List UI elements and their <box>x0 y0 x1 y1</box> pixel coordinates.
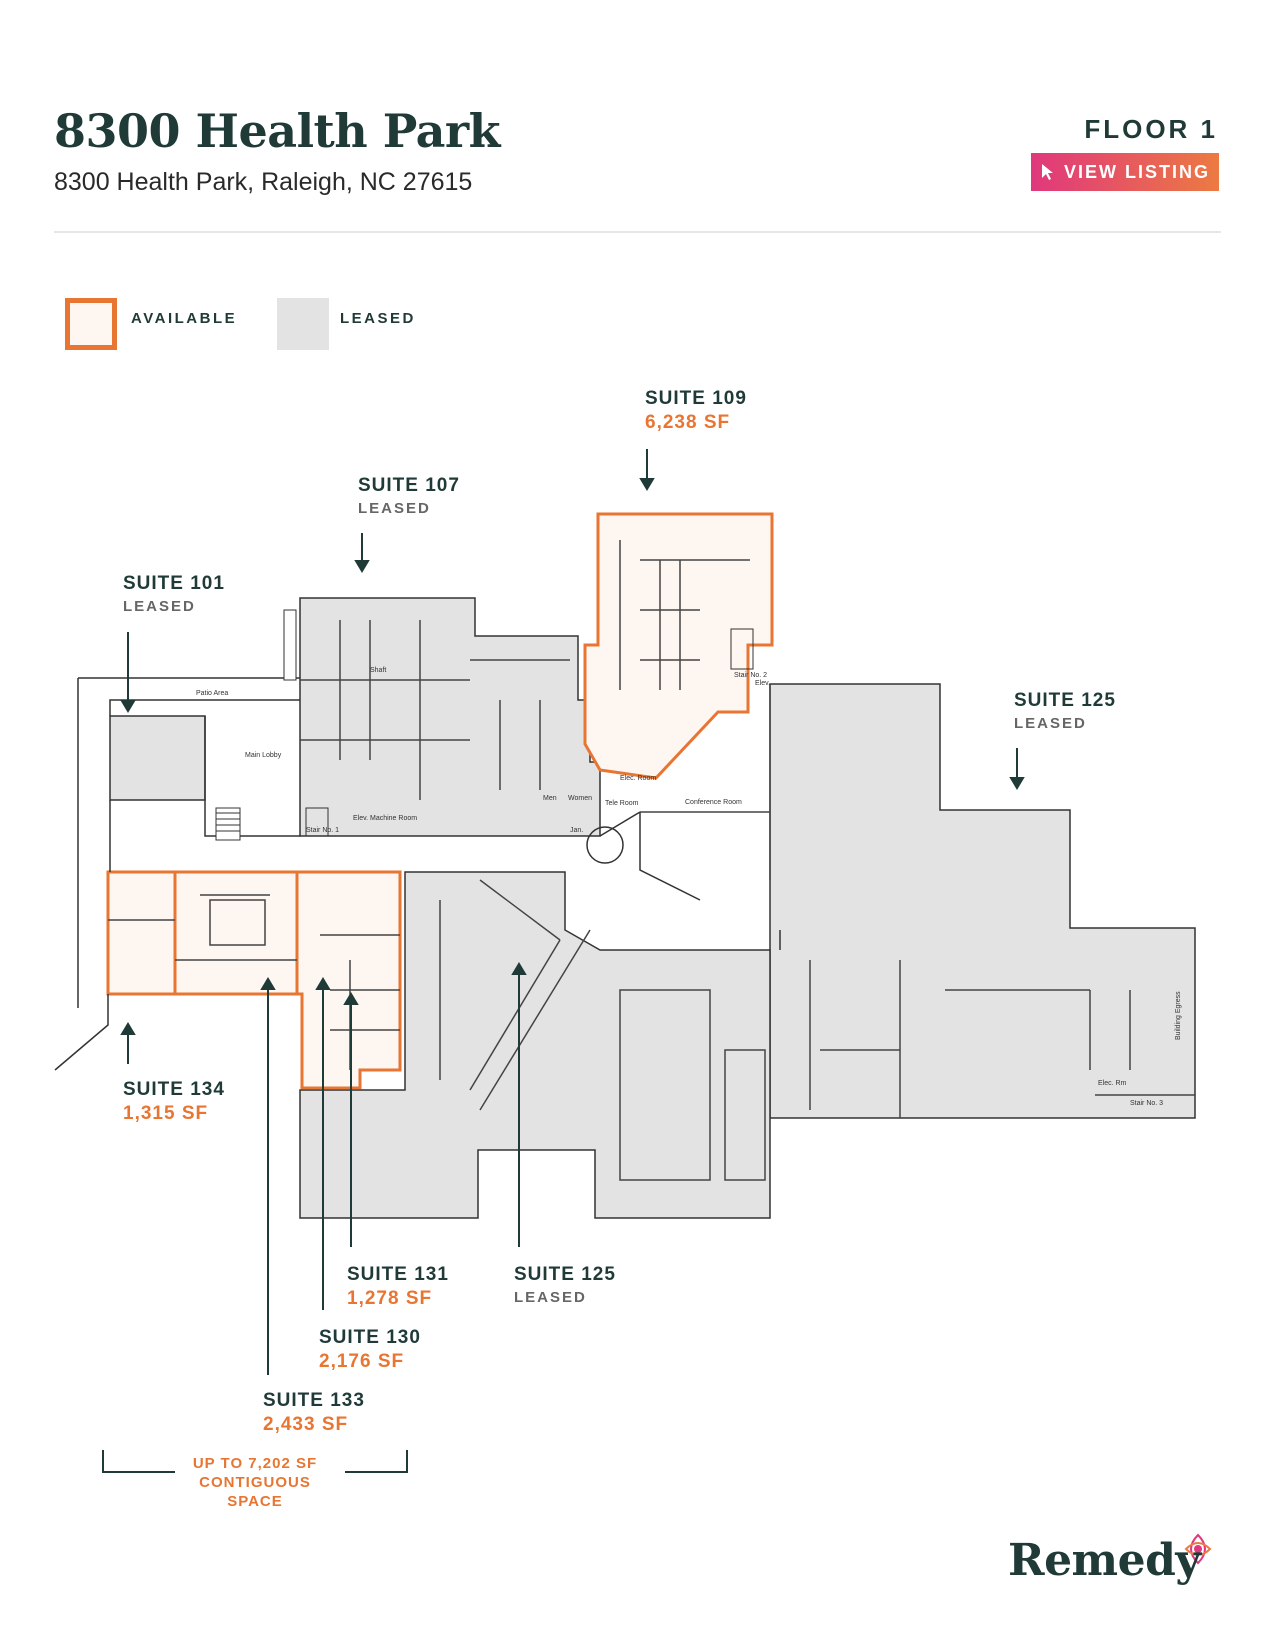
suite-133-label: SUITE 133 2,433 SF <box>263 1389 365 1437</box>
contiguous-space-note: UP TO 7,202 SF CONTIGUOUS SPACE <box>170 1455 340 1511</box>
arrow-down-icon <box>354 560 370 573</box>
legend-leased-label: LEASED <box>340 310 416 327</box>
plan-label-elev-machine: Elev. Machine Room <box>353 815 417 822</box>
interior-walls <box>108 540 1195 1181</box>
arrow-down-icon <box>639 478 655 491</box>
contiguous-bracket <box>102 1450 408 1473</box>
plan-label-tele-room: Tele Room <box>605 800 639 807</box>
brand-logo: Remedy <box>1008 1535 1201 1586</box>
contiguous-line-3: SPACE <box>227 1492 283 1510</box>
plan-label-men: Men <box>543 795 557 802</box>
plan-label-women: Women <box>568 795 592 802</box>
suite-107-label: SUITE 107 LEASED <box>358 474 460 519</box>
arrow-up-icon <box>260 977 276 990</box>
suite-125-east-label: SUITE 125 LEASED <box>1014 689 1116 734</box>
arrow-down-icon <box>120 700 136 713</box>
suite-125-south-name: SUITE 125 <box>514 1264 616 1285</box>
page-title: 8300 Health Park <box>54 104 501 158</box>
suite-109-sf: 6,238 SF <box>645 411 731 433</box>
suite-125-east-name: SUITE 125 <box>1014 690 1116 711</box>
contiguous-line-1: UP TO 7,202 SF <box>192 1455 318 1472</box>
suite-131-sf: 1,278 SF <box>347 1287 433 1309</box>
legend-leased-swatch <box>277 298 329 350</box>
suite-131-label: SUITE 131 1,278 SF <box>347 1263 449 1311</box>
remedy-logo-icon <box>1184 1533 1212 1565</box>
plan-label-elec-room: Elec. Room <box>620 775 656 782</box>
contiguous-line-2: CONTIGUOUS <box>199 1473 311 1491</box>
leased-suite-101 <box>109 715 206 801</box>
plan-label-elec-rm: Elec. Rm <box>1098 1080 1127 1087</box>
suite-107-status: LEASED <box>358 499 431 517</box>
arrow-down-icon <box>1009 777 1025 790</box>
legend-available-swatch <box>65 298 117 350</box>
plan-label-elev: Elev. <box>755 680 770 687</box>
arrow-up-icon <box>315 977 331 990</box>
suite-131-name: SUITE 131 <box>347 1264 449 1285</box>
suite-133-name: SUITE 133 <box>263 1390 365 1411</box>
available-suite-133 <box>173 870 299 996</box>
leased-suite-125-east <box>769 683 1196 1119</box>
suite-101-name: SUITE 101 <box>123 573 225 594</box>
suite-133-sf: 2,433 SF <box>263 1413 349 1435</box>
arrow-up-icon <box>120 1022 136 1035</box>
legend-available-label: AVAILABLE <box>131 310 238 327</box>
stairs-icon <box>215 609 754 841</box>
plan-label-egress: Building Egress <box>1175 991 1182 1040</box>
suite-134-name: SUITE 134 <box>123 1079 225 1100</box>
floor-label: FLOOR 1 <box>1084 114 1218 144</box>
plan-label-shaft: Shaft <box>370 667 386 674</box>
available-suite-134 <box>106 870 177 996</box>
suite-134-label: SUITE 134 1,315 SF <box>123 1078 225 1126</box>
plan-label-patio: Patio Area <box>196 690 228 697</box>
header-divider <box>54 231 1221 233</box>
plan-label-conference: Conference Room <box>685 799 742 806</box>
view-listing-button[interactable]: VIEW LISTING <box>1031 153 1219 191</box>
suite-125-east-status: LEASED <box>1014 714 1087 732</box>
property-address: 8300 Health Park, Raleigh, NC 27615 <box>54 168 473 196</box>
plan-label-stair-1: Stair No. 1 <box>306 827 339 834</box>
suite-107-name: SUITE 107 <box>358 475 460 496</box>
suite-134-sf: 1,315 SF <box>123 1102 209 1124</box>
suite-130-name: SUITE 130 <box>319 1327 421 1348</box>
suite-130-sf: 2,176 SF <box>319 1350 405 1372</box>
available-suite-109 <box>583 512 774 780</box>
suite-130-label: SUITE 130 2,176 SF <box>319 1326 421 1374</box>
building-outline <box>54 677 781 1071</box>
suite-109-name: SUITE 109 <box>645 388 747 409</box>
suite-125-south-status: LEASED <box>514 1288 587 1306</box>
suite-101-status: LEASED <box>123 597 196 615</box>
suite-109-label: SUITE 109 6,238 SF <box>645 387 747 435</box>
arrow-up-icon <box>343 992 359 1005</box>
available-areas <box>106 512 774 1090</box>
plan-label-stair-2: Stair No. 2 <box>734 672 767 679</box>
view-listing-label: VIEW LISTING <box>1063 161 1210 182</box>
leader-lines <box>120 449 1025 1375</box>
plan-label-stair-3: Stair No. 3 <box>1130 1100 1163 1107</box>
cursor-icon <box>1041 164 1053 180</box>
plan-label-jan: Jan. <box>570 827 583 834</box>
arrow-up-icon <box>511 962 527 975</box>
available-suite-130-131 <box>295 870 402 1090</box>
suite-101-label: SUITE 101 LEASED <box>123 572 225 617</box>
suite-125-south-label: SUITE 125 LEASED <box>514 1263 616 1308</box>
plan-label-lobby: Main Lobby <box>245 752 282 759</box>
